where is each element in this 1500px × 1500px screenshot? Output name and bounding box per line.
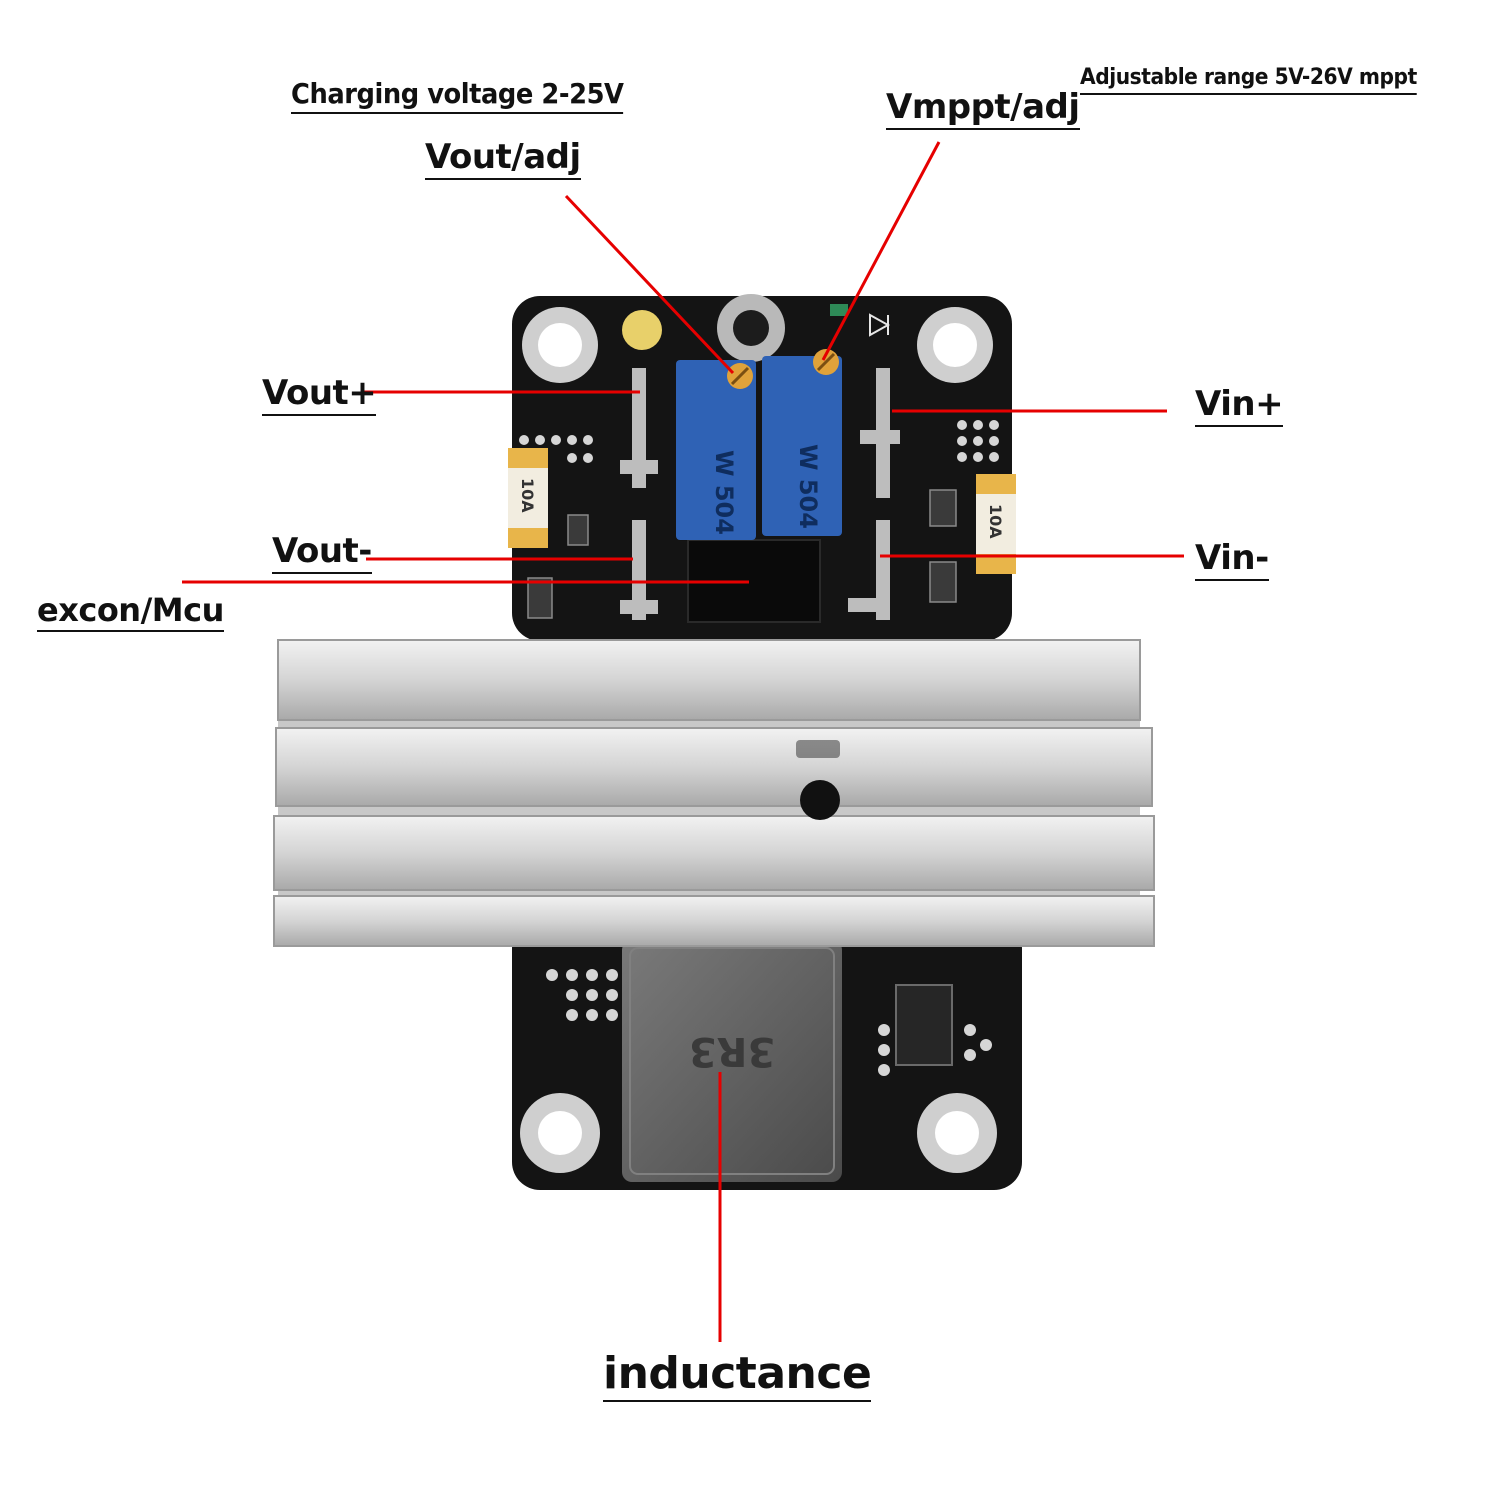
leader-vmppt-adj — [821, 141, 941, 361]
heatsink — [273, 639, 1155, 947]
fuse-rating-label: 10A — [518, 478, 537, 513]
leader-vout-adj — [564, 194, 735, 375]
indicator-led — [830, 304, 848, 316]
heatsink-fin-4 — [273, 895, 1155, 947]
vmppt-adj-label: Vmppt/adj — [886, 90, 1080, 130]
pin-header-vout-plus — [620, 368, 658, 488]
pin-header-vout-minus — [620, 520, 658, 620]
inductance-label: inductance — [603, 1352, 872, 1402]
screw-ring-inner — [733, 310, 769, 346]
pot-code-label: W 504 — [794, 444, 822, 529]
excon-mcu-label: excon/Mcu — [37, 594, 224, 632]
pot-code-label: W 504 — [710, 450, 738, 535]
fuse-rating-label: 10A — [986, 504, 1005, 539]
diode-package — [895, 984, 953, 1066]
pad-grid-lower-right — [878, 1024, 992, 1076]
mounting-hole-bottom-right-inner — [935, 1111, 979, 1155]
vin-minus-label: Vin- — [1195, 541, 1269, 581]
pad-grid-left — [519, 435, 593, 463]
adjustable-range-label: Adjustable range 5V-26V mppt — [1080, 67, 1417, 95]
fuse-left: 10A — [508, 448, 548, 548]
vin-plus-label: Vin+ — [1195, 387, 1284, 427]
potentiometer-vout: W 504 — [676, 360, 756, 540]
pad-grid-lower-left — [546, 969, 618, 1021]
pin-header-vin-minus — [848, 520, 890, 620]
inductor: 3R3 — [622, 940, 842, 1182]
fuse-right: 10A — [976, 474, 1016, 574]
diode-icon — [869, 313, 891, 337]
mounting-hole-top-left-inner — [538, 323, 582, 367]
vout-minus-label: Vout- — [272, 534, 372, 574]
charging-voltage-label: Charging voltage 2-25V — [291, 80, 624, 114]
inductor-code-label: 3R3 — [689, 1028, 775, 1074]
status-led — [622, 310, 662, 350]
pad-grid-right — [957, 420, 999, 462]
vout-plus-label: Vout+ — [262, 376, 377, 416]
smd-components — [527, 489, 957, 619]
potentiometer-vmppt: W 504 — [762, 349, 842, 536]
vout-adj-label: Vout/adj — [425, 140, 581, 180]
heatsink-fin-1 — [277, 639, 1141, 721]
heatsink-fin-3 — [273, 815, 1155, 891]
heatsink-mark — [796, 740, 840, 758]
pin-header-vin-plus — [860, 368, 900, 498]
leader-lines — [182, 141, 1184, 1342]
mounting-hole-bottom-left-inner — [538, 1111, 582, 1155]
mounting-hole-top-right-inner — [933, 323, 977, 367]
heatsink-screw-hole — [800, 780, 840, 820]
heatsink-fin-2 — [275, 727, 1153, 807]
